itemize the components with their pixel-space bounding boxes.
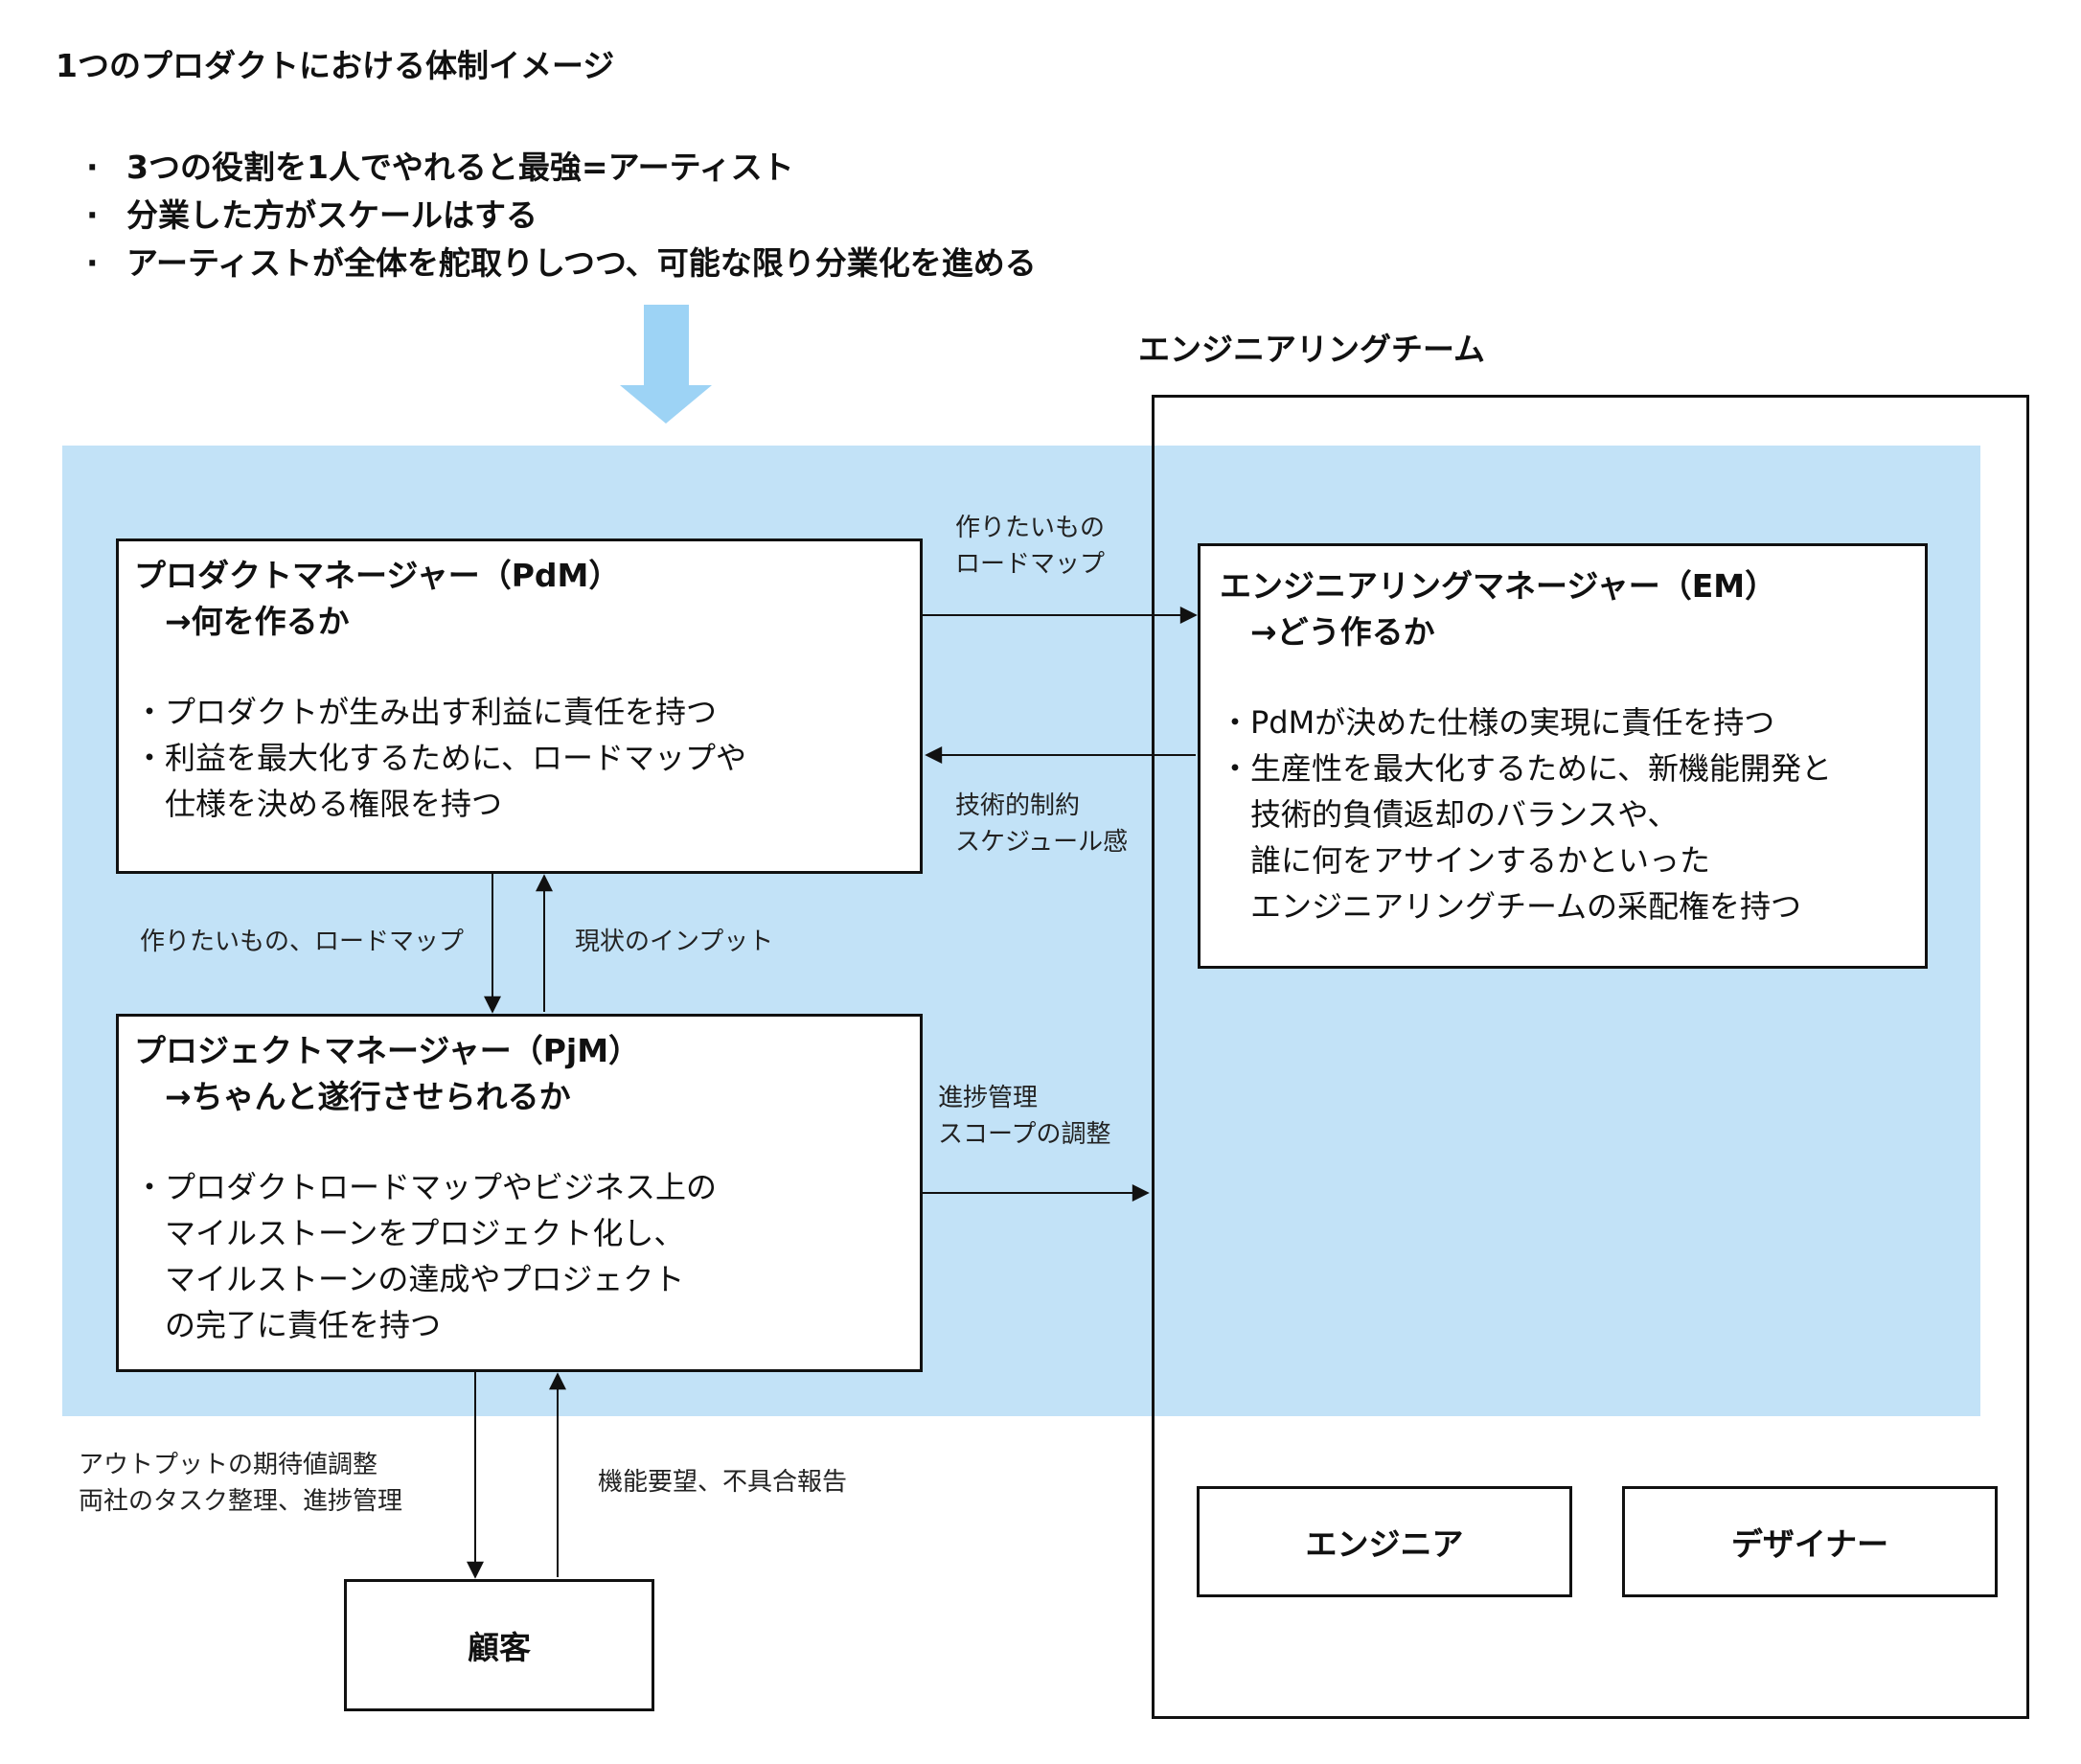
page-title: 1つのプロダクトにおける体制イメージ: [56, 47, 615, 84]
pjm-box: プロジェクトマネージャー（PjM） →ちゃんと遂行させられるか ・プロダクトロー…: [116, 1014, 923, 1372]
pjm-description-line: の完了に責任を持つ: [134, 1307, 442, 1343]
em-description-line: 技術的負債返却のバランスや、: [1220, 796, 1679, 833]
em-box: エンジニアリングマネージャー（EM） →どう作るか ・PdMが決めた仕様の実現に…: [1198, 543, 1928, 969]
customer-box: 顧客: [344, 1579, 654, 1711]
edge-label-pjm-to-eng: 進捗管理 スコープの調整: [938, 1084, 1111, 1149]
pdm-title: プロダクトマネージャー（PdM）: [134, 557, 621, 594]
em-description-line: ・PdMが決めた仕様の実現に責任を持つ: [1220, 704, 1775, 741]
pjm-title: プロジェクトマネージャー（PjM）: [134, 1032, 641, 1069]
em-description-line: ・生産性を最大化するために、新機能開発と: [1220, 750, 1833, 787]
bullet-item: 分業した方がスケールはする: [86, 192, 1037, 240]
engineer-box: エンジニア: [1197, 1486, 1572, 1597]
edge-label-pjm-to-customer: アウトプットの期待値調整 両社のタスク整理、進捗管理: [79, 1451, 403, 1516]
edge-label-em-to-pdm: 技術的制約 スケジュール感: [955, 791, 1129, 857]
edge-label-pdm-to-pjm: 作りたいもの、ロードマップ: [140, 928, 465, 956]
em-description-line: エンジニアリングチームの采配権を持つ: [1220, 888, 1802, 925]
bullet-item: アーティストが全体を舵取りしつつ、可能な限り分業化を進める: [86, 240, 1037, 287]
designer-box: デザイナー: [1622, 1486, 1998, 1597]
em-description-line: 誰に何をアサインするかといった: [1220, 842, 1711, 879]
engineering-team-title: エンジニアリングチーム: [1138, 331, 1486, 368]
edge-label-pdm-to-em: 作りたいもの ロードマップ: [955, 514, 1106, 579]
pjm-description: ・プロダクトロードマップやビジネス上の マイルストーンをプロジェクト化し、 マイ…: [134, 1164, 717, 1348]
em-title: エンジニアリングマネージャー（EM）: [1220, 567, 1777, 605]
pjm-description-line: マイルストーンをプロジェクト化し、: [134, 1215, 685, 1251]
pdm-description: ・プロダクトが生み出す利益に責任を持つ ・利益を最大化するために、ロードマップや…: [134, 689, 746, 827]
pjm-description-line: マイルストーンの達成やプロジェクト: [134, 1261, 685, 1297]
down-arrow-icon: [620, 305, 712, 424]
pjm-subtitle: →ちゃんと遂行させられるか: [165, 1078, 571, 1115]
pdm-box: プロダクトマネージャー（PdM） →何を作るか ・プロダクトが生み出す利益に責任…: [116, 538, 923, 874]
pdm-description-line: ・プロダクトが生み出す利益に責任を持つ: [134, 694, 718, 730]
edge-label-pjm-to-pdm: 現状のインプット: [575, 928, 774, 956]
bullet-item: 3つの役割を1人でやれると最強=アーティスト: [86, 144, 1037, 192]
pjm-description-line: ・プロダクトロードマップやビジネス上の: [134, 1169, 718, 1205]
edge-label-customer-to-pjm: 機能要望、不具合報告: [598, 1468, 848, 1497]
pdm-subtitle: →何を作るか: [165, 603, 350, 640]
engineering-team-frame: [1152, 395, 2029, 1719]
pdm-description-line: ・利益を最大化するために、ロードマップや: [134, 740, 747, 776]
bullet-list: 3つの役割を1人でやれると最強=アーティスト 分業した方がスケールはする アーテ…: [86, 144, 1037, 287]
pdm-description-line: 仕様を決める権限を持つ: [134, 786, 503, 822]
em-description: ・PdMが決めた仕様の実現に責任を持つ ・生産性を最大化するために、新機能開発と…: [1220, 699, 1832, 929]
em-subtitle: →どう作るか: [1250, 613, 1435, 651]
